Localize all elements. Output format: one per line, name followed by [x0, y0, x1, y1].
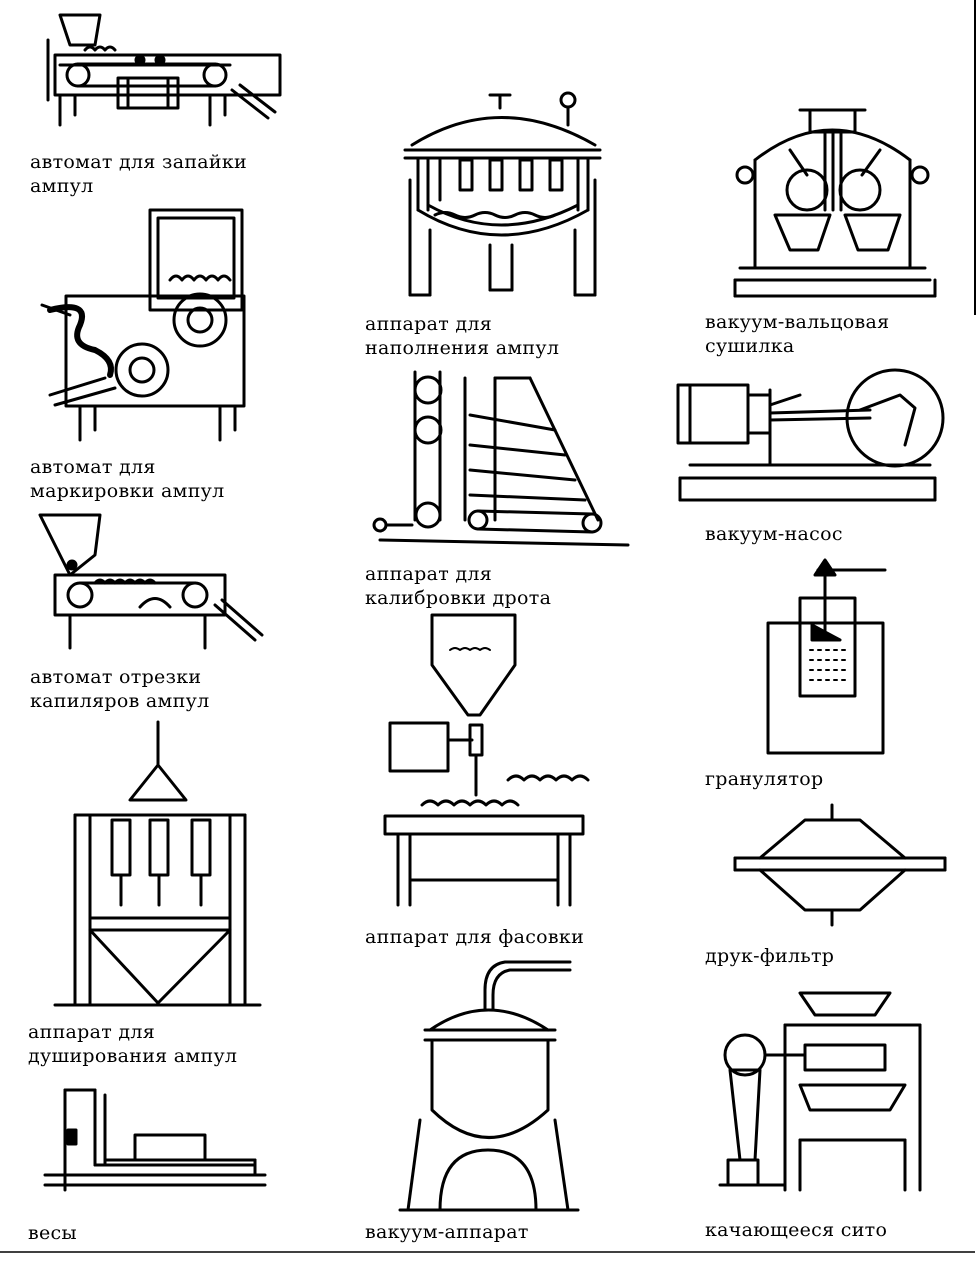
- caption-line: душирования ампул: [28, 1045, 238, 1067]
- caption-line: автомат отрезки: [30, 666, 202, 688]
- vacuum-pump-drawing: [676, 368, 945, 502]
- caption-line: капиляров ампул: [30, 690, 210, 712]
- caption-line: ампул: [30, 175, 94, 197]
- dosing-apparatus-drawing: [383, 613, 590, 907]
- caption-line: гранулятор: [705, 768, 824, 790]
- granulator-drawing: [766, 558, 887, 755]
- caption-line: сушилка: [705, 335, 795, 357]
- marking-machine-drawing: [40, 208, 246, 442]
- caption-capillary-cutting: автомат отрезки капиляров ампул: [30, 665, 209, 713]
- sealing-machine-drawing: [46, 13, 282, 127]
- caption-line: весы: [28, 1222, 77, 1244]
- caption-line: аппарат для: [365, 563, 493, 585]
- caption-vacuum-pump: вакуум-насос: [705, 522, 843, 546]
- filter-press-drawing: [733, 803, 947, 927]
- caption-line: калибровки дрота: [365, 587, 552, 609]
- caption-line: друк-фильтр: [705, 945, 835, 967]
- caption-sealing: автомат для запайки ампул: [30, 150, 247, 198]
- calibration-apparatus-drawing: [372, 370, 630, 547]
- caption-scales: весы: [28, 1221, 77, 1245]
- caption-showering: аппарат для душирования ампул: [28, 1020, 237, 1068]
- caption-drum-dryer: вакуум-вальцовая сушилка: [705, 310, 889, 358]
- caption-filling: аппарат для наполнения ампул: [365, 312, 559, 360]
- caption-vacuum-apparatus: вакуум-аппарат: [365, 1220, 529, 1244]
- caption-line: наполнения ампул: [365, 337, 560, 359]
- filling-apparatus-drawing: [403, 91, 602, 297]
- caption-filter-press: друк-фильтр: [705, 944, 834, 968]
- capillary-cutting-machine-drawing: [38, 513, 264, 650]
- caption-line: вакуум-насос: [705, 523, 843, 545]
- drum-dryer-drawing: [733, 108, 937, 298]
- caption-line: автомат для: [30, 456, 156, 478]
- caption-line: автомат для запайки: [30, 151, 248, 173]
- showering-apparatus-drawing: [53, 720, 262, 1007]
- caption-dosing: аппарат для фасовки: [365, 925, 584, 949]
- caption-granulator: гранулятор: [705, 767, 823, 791]
- caption-line: вакуум-вальцовая: [705, 311, 890, 333]
- caption-line: маркировки ампул: [30, 480, 225, 502]
- caption-line: аппарат для: [365, 313, 493, 335]
- caption-rocking-sieve: качающееся сито: [705, 1218, 887, 1242]
- caption-line: качающееся сито: [705, 1219, 888, 1241]
- caption-line: аппарат для: [28, 1021, 156, 1043]
- caption-calibration: аппарат для калибровки дрота: [365, 562, 551, 610]
- caption-line: аппарат для фасовки: [365, 926, 585, 948]
- rocking-sieve-drawing: [718, 991, 922, 1192]
- caption-line: вакуум-аппарат: [365, 1221, 529, 1243]
- vacuum-apparatus-drawing: [398, 960, 580, 1212]
- scales-drawing: [43, 1088, 267, 1192]
- caption-marking: автомат для маркировки ампул: [30, 455, 225, 503]
